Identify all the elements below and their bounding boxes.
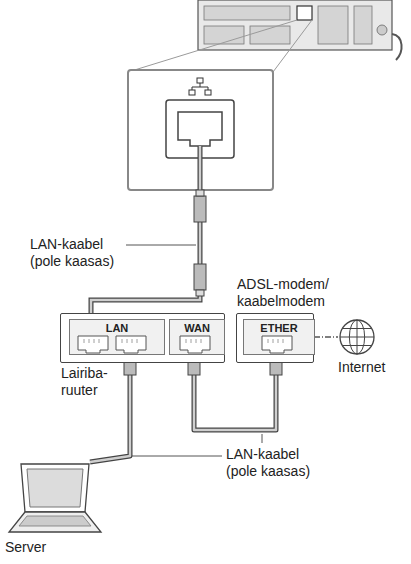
port-panel: LAN [69, 319, 165, 355]
zoom-line [128, 20, 312, 72]
lan-cable [91, 146, 206, 335]
device-label: Internet [338, 359, 385, 376]
leader-line [126, 245, 196, 246]
server-laptop: Server [5, 462, 105, 536]
lan-cable [194, 355, 276, 430]
port-label: WAN [170, 320, 224, 335]
device-label: Server [5, 539, 46, 556]
cable-label: LAN-kaabel (pole kaasas) [226, 446, 322, 480]
device-label: Lairiba- ruuter [61, 365, 131, 399]
cable-group [314, 337, 338, 338]
port-panel: WAN [169, 319, 225, 355]
cable-group [188, 355, 282, 430]
cable-label: LAN-kaabel (pole kaasas) [30, 236, 122, 270]
router-box: Lairiba- ruuterLANWAN [60, 313, 225, 363]
receiver-unit [198, 0, 402, 60]
port-panel: ETHER [243, 319, 315, 355]
laptop-icon [5, 462, 105, 536]
cable-core [194, 355, 276, 430]
modem-box: ADSL-modem/ kaabelmodemETHER [236, 313, 314, 363]
port-label: ETHER [244, 320, 314, 335]
globe-icon [338, 318, 376, 356]
internet-link [314, 336, 338, 337]
internet-globe: Internet [338, 318, 376, 356]
device-label: ADSL-modem/ kaabelmodem [237, 276, 341, 310]
port-label: LAN [70, 320, 164, 335]
